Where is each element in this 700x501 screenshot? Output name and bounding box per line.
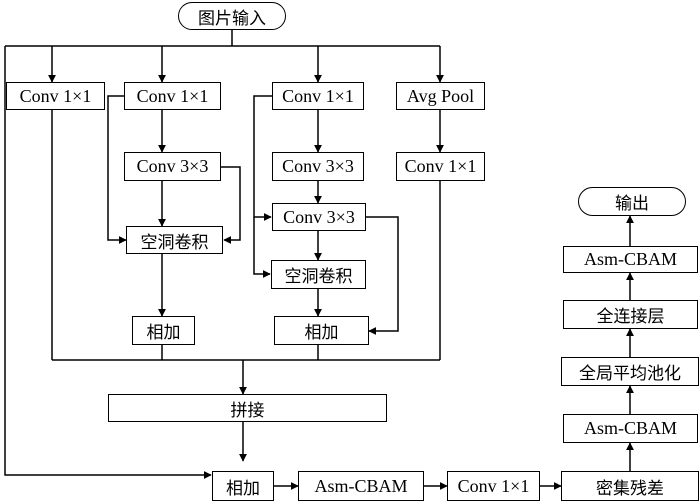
conv-1x1-after: Conv 1×1 — [447, 471, 540, 501]
branch3-conv3x3-b: Conv 3×3 — [272, 203, 366, 231]
dense-residual-node: 密集残差 — [561, 471, 699, 501]
fully-connected-node: 全连接层 — [563, 300, 698, 329]
global-avg-pool-node: 全局平均池化 — [561, 357, 699, 386]
edge-b3-conv1-skip-a — [253, 95, 272, 221]
asm-cbam-3: Asm-CBAM — [563, 246, 698, 273]
edge-b3-conv3b-skip — [366, 216, 399, 335]
branch3-conv1x1: Conv 1×1 — [272, 82, 364, 110]
merge-add-node: 相加 — [212, 471, 274, 501]
edge-b2-conv1-skip — [107, 95, 127, 244]
asm-cbam-1: Asm-CBAM — [298, 471, 424, 501]
branch2-add: 相加 — [132, 316, 195, 345]
asm-cbam-2: Asm-CBAM — [563, 414, 698, 443]
branch2-dilated-conv: 空洞卷积 — [126, 226, 223, 254]
branch4-conv1x1: Conv 1×1 — [396, 152, 485, 181]
edge-input-residual — [4, 46, 212, 479]
input-node: 图片输入 — [178, 2, 286, 30]
output-node: 输出 — [578, 187, 686, 216]
branch2-conv3x3: Conv 3×3 — [124, 152, 221, 181]
branch1-conv1x1: Conv 1×1 — [6, 82, 105, 110]
edge-b3-conv1-skip-b — [253, 217, 271, 278]
branch2-conv1x1: Conv 1×1 — [124, 82, 221, 110]
concat-node: 拼接 — [108, 394, 387, 422]
branch3-add: 相加 — [274, 316, 369, 345]
branch4-avg-pool: Avg Pool — [396, 82, 485, 110]
branch3-conv3x3-a: Conv 3×3 — [272, 152, 364, 181]
branch3-dilated-conv: 空洞卷积 — [271, 260, 366, 289]
